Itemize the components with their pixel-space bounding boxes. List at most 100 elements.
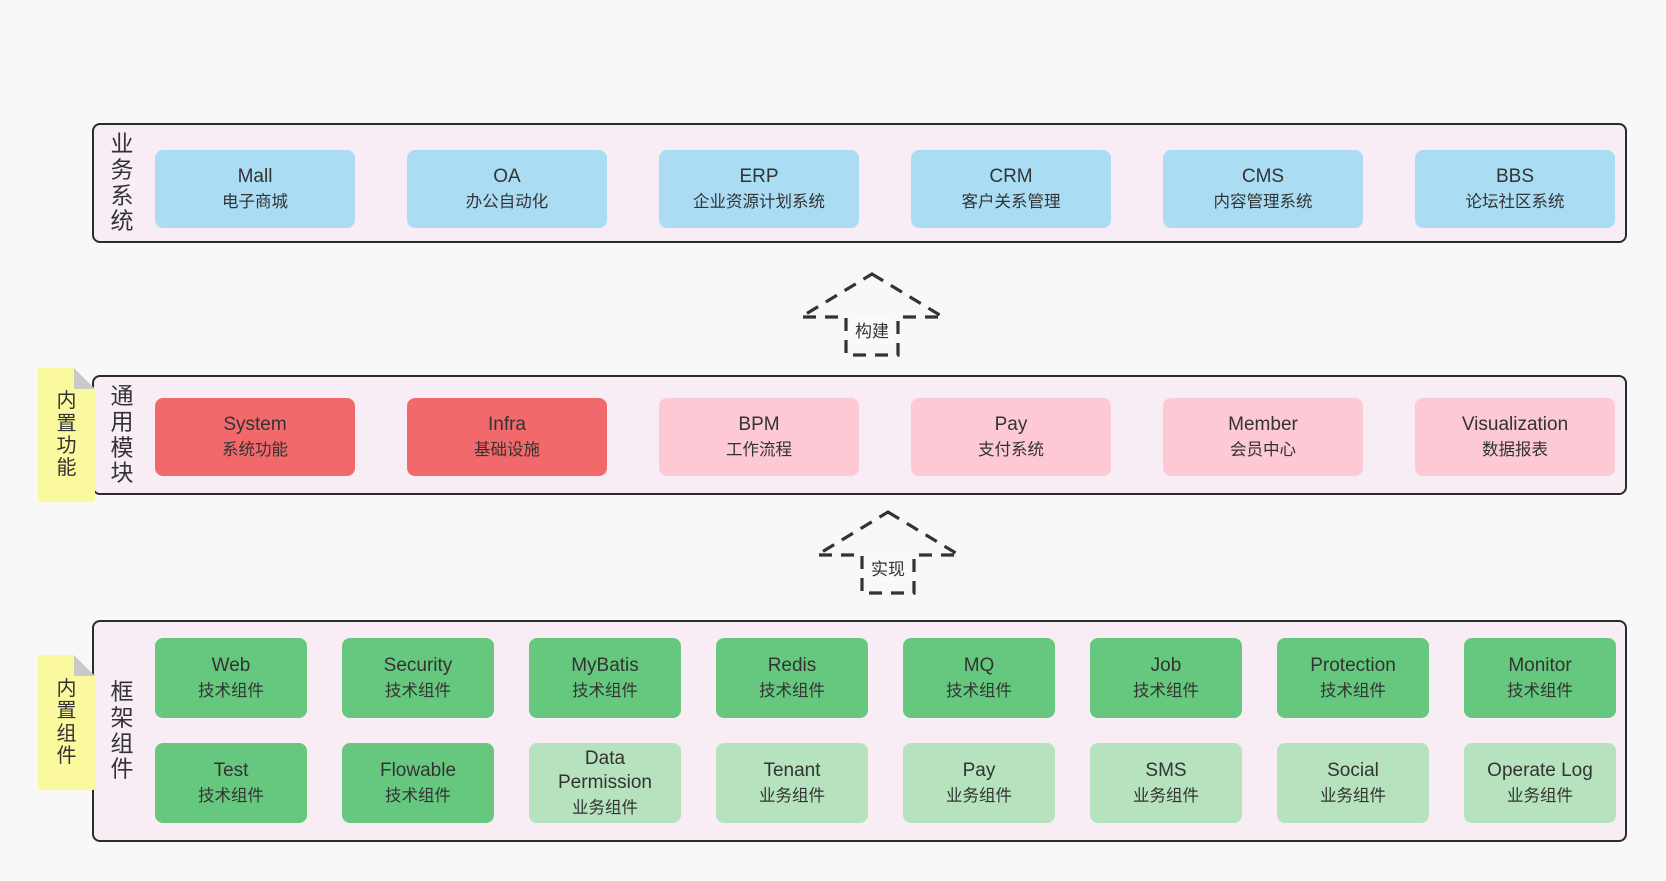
box-title: Pay (994, 414, 1028, 436)
layer-label-framework-components: 框架组件 (110, 678, 134, 782)
box-data-permission: Data Permission 业务组件 (529, 743, 681, 823)
layer-label-business-systems: 业务系统 (110, 130, 134, 234)
box-subtitle: 技术组件 (1320, 681, 1386, 700)
box-flowable: Flowable 技术组件 (342, 743, 494, 823)
box-title: BPM (738, 414, 780, 436)
business-systems-row: Mall 电子商城 OA 办公自动化 ERP 企业资源计划系统 CRM 客户关系管理 CMS 内容… (155, 150, 1615, 228)
box-title: Mall (237, 166, 273, 188)
box-subtitle: 技术组件 (385, 786, 451, 805)
box-title: Protection (1310, 655, 1396, 677)
box-pay: Pay 业务组件 (903, 743, 1055, 823)
box-visualization: Visualization 数据报表 (1415, 398, 1615, 476)
box-subtitle: 技术组件 (385, 681, 451, 700)
box-title: CMS (1241, 166, 1285, 188)
arrow-build: 构建 (797, 272, 947, 358)
box-subtitle: 业务组件 (759, 786, 825, 805)
box-title: ERP (739, 166, 779, 188)
box-subtitle: 论坛社区系统 (1465, 192, 1565, 211)
box-oa: OA 办公自动化 (407, 150, 607, 228)
box-subtitle: 电子商城 (222, 192, 288, 211)
box-cms: CMS 内容管理系统 (1163, 150, 1363, 228)
box-pay: Pay 支付系统 (911, 398, 1111, 476)
box-title: Flowable (379, 760, 457, 782)
box-bbs: BBS 论坛社区系统 (1415, 150, 1615, 228)
box-mybatis: MyBatis 技术组件 (529, 638, 681, 718)
box-title: Web (211, 655, 251, 677)
arrow-build-label: 构建 (850, 315, 894, 344)
layer-common-modules: 通用模块 System 系统功能 Infra 基础设施 BPM 工作流程 Pay 支付系统 Me… (92, 375, 1627, 495)
box-title: Monitor (1508, 655, 1572, 677)
arrow-implement: 实现 (813, 510, 963, 596)
dashed-up-arrow-icon (797, 272, 947, 357)
box-subtitle: 业务组件 (572, 798, 638, 817)
box-subtitle: 内容管理系统 (1213, 192, 1313, 211)
box-subtitle: 基础设施 (474, 440, 540, 459)
box-subtitle: 业务组件 (1133, 786, 1199, 805)
box-subtitle: 技术组件 (759, 681, 825, 700)
box-infra: Infra 基础设施 (407, 398, 607, 476)
box-tenant: Tenant 业务组件 (716, 743, 868, 823)
box-job: Job 技术组件 (1090, 638, 1242, 718)
box-subtitle: 会员中心 (1230, 440, 1296, 459)
box-subtitle: 技术组件 (1133, 681, 1199, 700)
box-member: Member 会员中心 (1163, 398, 1363, 476)
box-subtitle: 技术组件 (946, 681, 1012, 700)
box-title: Pay (962, 760, 996, 782)
box-subtitle: 系统功能 (222, 440, 288, 459)
box-title: CRM (989, 166, 1033, 188)
box-title: OA (493, 166, 521, 188)
box-title: Redis (767, 655, 817, 677)
arrow-implement-label: 实现 (866, 553, 910, 582)
box-protection: Protection 技术组件 (1277, 638, 1429, 718)
box-subtitle: 企业资源计划系统 (693, 192, 825, 211)
box-social: Social 业务组件 (1277, 743, 1429, 823)
box-subtitle: 技术组件 (572, 681, 638, 700)
box-crm: CRM 客户关系管理 (911, 150, 1111, 228)
box-title: SMS (1145, 760, 1187, 782)
sticky-built-in-components: 内置组件 (38, 655, 95, 790)
box-subtitle: 业务组件 (946, 786, 1012, 805)
box-title: Infra (487, 414, 527, 436)
box-title: Visualization (1461, 414, 1569, 436)
box-subtitle: 办公自动化 (465, 192, 549, 211)
box-sms: SMS 业务组件 (1090, 743, 1242, 823)
common-modules-row: System 系统功能 Infra 基础设施 BPM 工作流程 Pay 支付系统 Member 会… (155, 398, 1615, 476)
layer-label-common-modules: 通用模块 (110, 382, 134, 486)
sticky-built-in-features-label: 内置功能 (56, 390, 77, 480)
dashed-up-arrow-icon (813, 510, 963, 595)
box-subtitle: 业务组件 (1320, 786, 1386, 805)
box-mq: MQ 技术组件 (903, 638, 1055, 718)
box-subtitle: 客户关系管理 (961, 192, 1061, 211)
box-title: Job (1150, 655, 1182, 677)
box-title: MQ (963, 655, 995, 677)
layer-business-systems: 业务系统 Mall 电子商城 OA 办公自动化 ERP 企业资源计划系统 CRM 客户关系管理… (92, 123, 1627, 243)
box-title: Tenant (763, 760, 821, 782)
box-subtitle: 技术组件 (1507, 681, 1573, 700)
sticky-built-in-components-label: 内置组件 (56, 677, 77, 767)
box-subtitle: 工作流程 (726, 440, 792, 459)
box-subtitle: 支付系统 (978, 440, 1044, 459)
box-subtitle: 技术组件 (198, 786, 264, 805)
box-mall: Mall 电子商城 (155, 150, 355, 228)
box-erp: ERP 企业资源计划系统 (659, 150, 859, 228)
box-title: Data Permission (558, 748, 652, 794)
box-title: System (223, 414, 287, 436)
box-title: Operate Log (1487, 760, 1593, 782)
box-title: MyBatis (571, 655, 639, 677)
box-title: Security (383, 655, 453, 677)
box-redis: Redis 技术组件 (716, 638, 868, 718)
box-title: Social (1327, 760, 1379, 782)
box-title: BBS (1495, 166, 1535, 188)
box-bpm: BPM 工作流程 (659, 398, 859, 476)
box-subtitle: 数据报表 (1482, 440, 1548, 459)
box-title: Member (1228, 414, 1298, 436)
box-monitor: Monitor 技术组件 (1464, 638, 1616, 718)
box-system: System 系统功能 (155, 398, 355, 476)
